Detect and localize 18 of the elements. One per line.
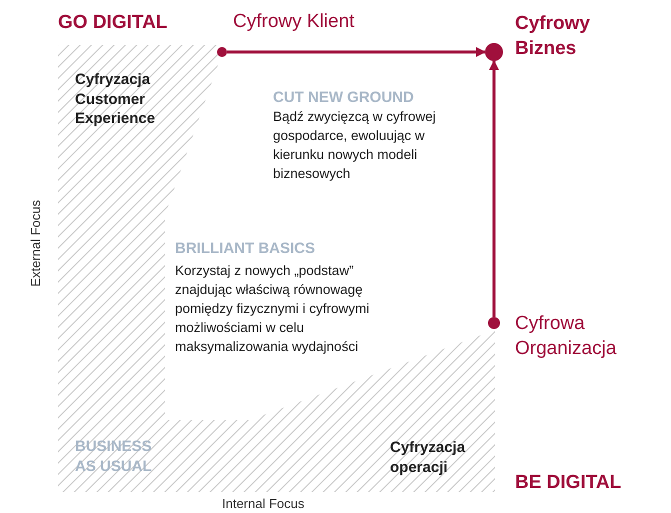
quadrant-heading: BUSINESS AS USUAL bbox=[75, 437, 153, 476]
quadrant-heading: CUT NEW GROUND bbox=[273, 89, 415, 107]
quadrant-description: Korzystaj z nowych „podstaw” znajdując właściwą równowagę pomiędzy fizycznymi i cyfrowymi możliwościami w celu maksymalizowania wydajności bbox=[175, 262, 370, 356]
axis-end-label: Cyfrowy Biznes bbox=[515, 12, 591, 61]
quadrant-label: Cyfryzacja Customer Experience bbox=[75, 70, 156, 128]
quadrant-description: Bądź zwycięzcą w cyfrowej gospodarce, ewoluując w kierunku nowych modeli biznesowych bbox=[273, 108, 437, 183]
corner-heading: BE DIGITAL bbox=[515, 472, 622, 495]
axis-end-label: Cyfrowa Organizacja bbox=[515, 312, 618, 361]
dot-marker bbox=[217, 47, 227, 57]
dot-marker bbox=[485, 43, 503, 61]
arrow bbox=[489, 60, 499, 317]
corner-heading: GO DIGITAL bbox=[58, 12, 168, 35]
quadrant-heading: BRILLIANT BASICS bbox=[175, 240, 316, 258]
dot-marker bbox=[488, 317, 500, 329]
axis-label: External Focus bbox=[28, 200, 44, 287]
axis-end-label: Cyfrowy Klient bbox=[233, 10, 356, 34]
axis-label: Internal Focus bbox=[222, 496, 306, 512]
quadrant-label: Cyfryzacja operacji bbox=[390, 438, 466, 477]
